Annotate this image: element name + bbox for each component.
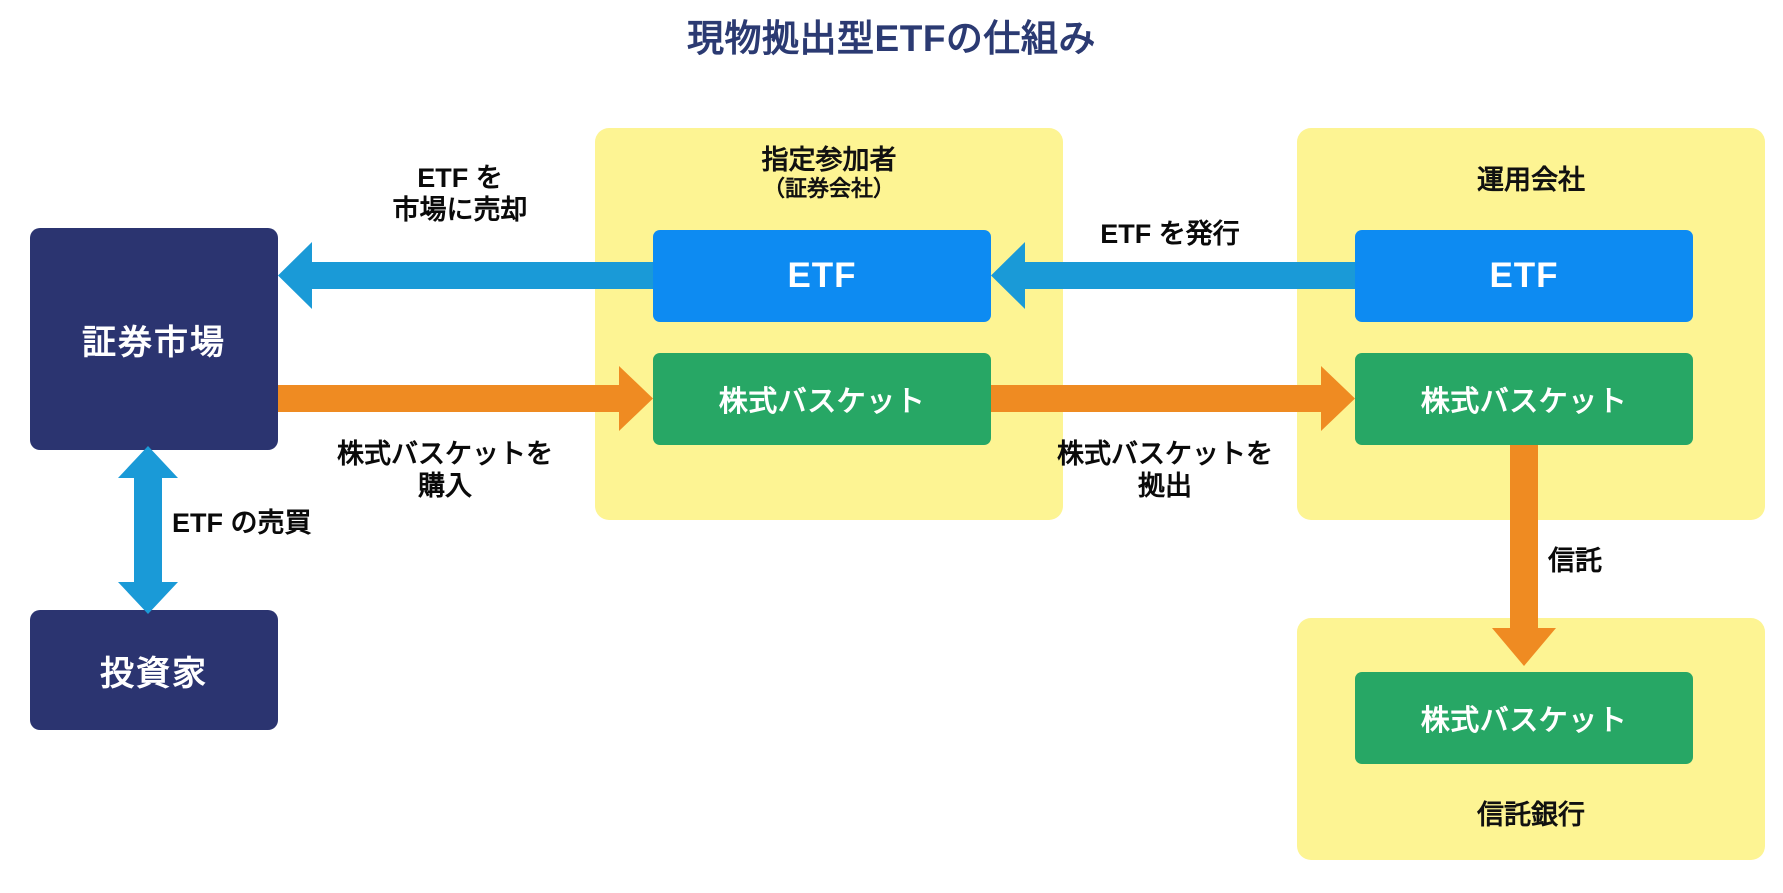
group-title-management-company: 運用会社 [1297, 165, 1765, 196]
group-subtitle-text: （証券会社） [762, 176, 895, 202]
node-label: 株式バスケット [718, 386, 926, 418]
node-ap-stock-basket[interactable]: 株式バスケット [653, 353, 991, 445]
node-mgmt-stock-basket[interactable]: 株式バスケット [1355, 353, 1693, 445]
arrow-label-trade-etf: ETF の売買 [172, 508, 312, 538]
node-label: 証券市場 [82, 323, 226, 362]
node-ap-etf[interactable]: ETF [653, 230, 991, 322]
arrow-label-sell-etf-to-market: ETF を 市場に売却 [392, 163, 528, 226]
node-label: 株式バスケット [1420, 386, 1628, 418]
group-title-designated-participant: 指定参加者 （証券会社） [595, 145, 1063, 202]
node-label: ETF [787, 256, 857, 295]
arrow-label-contribute-stock-basket: 株式バスケットを 拠出 [1057, 439, 1273, 502]
arrow-label-entrust: 信託 [1548, 546, 1602, 576]
group-title-text: 運用会社 [1477, 165, 1585, 195]
node-investor[interactable]: 投資家 [30, 610, 278, 730]
arrow-label-buy-stock-basket: 株式バスケットを 購入 [337, 439, 553, 502]
etf-trade-arrow [118, 446, 178, 614]
group-designated-participant [595, 128, 1063, 520]
arrow-label-issue-etf: ETF を発行 [1100, 219, 1240, 249]
node-trust-stock-basket[interactable]: 株式バスケット [1355, 672, 1693, 764]
group-title-text: 指定参加者 [761, 145, 897, 175]
node-label: 投資家 [100, 654, 208, 693]
node-securities-market[interactable]: 証券市場 [30, 228, 278, 450]
node-mgmt-etf[interactable]: ETF [1355, 230, 1693, 322]
page-title: 現物拠出型ETFの仕組み [687, 18, 1096, 59]
group-caption-trust-bank: 信託銀行 [1477, 800, 1585, 830]
node-label: ETF [1489, 256, 1559, 295]
node-label: 株式バスケット [1420, 705, 1628, 737]
